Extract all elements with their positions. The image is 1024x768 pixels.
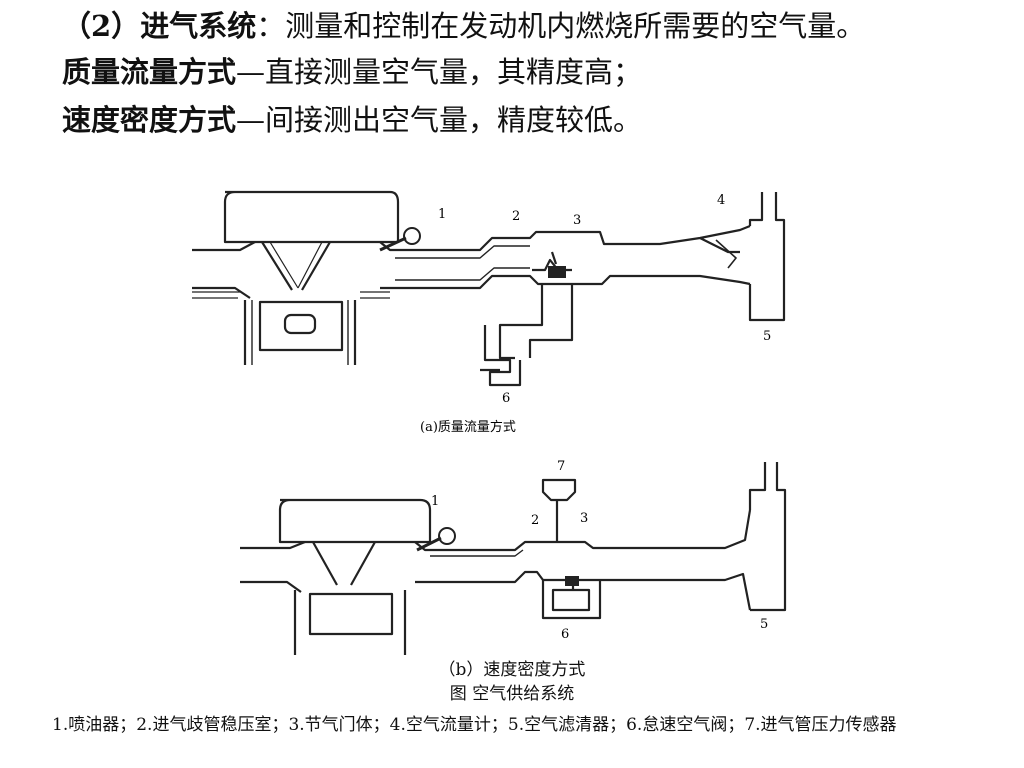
label-6: 6 [561,627,569,642]
cylinder-head-cover [278,498,432,544]
figure-b-caption: （b）速度密度方式 [438,660,586,680]
cylinder-head-cover [223,190,400,244]
colon: ： [256,9,286,43]
throttle-body [565,576,579,586]
piston [308,592,394,636]
section-number: （2） [62,9,141,43]
pressure-sensor [541,478,577,502]
intake-system-definition: 测量和控制在发动机内燃烧所需要的空气量。 [285,9,866,43]
air-flow-meter-flap [699,237,740,254]
figure-legend: 1.喷油器；2.进气歧管稳压室；3.节气门体；4.空气流量计；5.空气滤清器；6… [52,715,897,735]
idle-air-valve [541,580,602,620]
intake-pipe-upper [379,224,751,252]
mass-flow-line: 质量流量方式—直接测量空气量，其精度高； [62,52,642,92]
dash: — [236,103,266,137]
cylinder-wall [293,590,407,655]
throttle-body [548,266,566,278]
intake-pipe-lower [415,570,752,611]
diagram-speed-density-system: 1 2 3 5 6 7 [240,459,787,655]
label-2: 2 [512,209,520,224]
piston [258,300,344,352]
figure-a-caption: (a)质量流量方式 [420,419,516,435]
label-5: 5 [760,617,768,632]
label-4: 4 [717,193,725,208]
figure-title: 图 空气供给系统 [449,684,575,704]
label-1: 1 [438,207,446,222]
intake-pipe-lower [380,274,751,290]
intake-pipe-upper [414,509,752,552]
dash: — [236,55,266,89]
piston-pin [283,313,317,335]
label-3: 3 [580,511,588,526]
bypass-passage [498,284,544,360]
injector [416,527,456,552]
label-6: 6 [502,391,510,406]
air-filter [748,462,787,612]
term-intake-system: 进气系统 [140,9,257,43]
term-mass-flow: 质量流量方式 [62,55,237,89]
label-3: 3 [573,213,581,228]
injector [379,227,421,252]
label-1: 1 [431,494,439,509]
diagram-mass-flow-system: 1 2 3 4 5 6 (a)质量流量方式 [192,190,786,435]
heading-intake-system: （2）进气系统：测量和控制在发动机内燃烧所需要的空气量。 [62,6,865,46]
label-5: 5 [763,329,771,344]
speed-density-line: 速度密度方式—间接测出空气量，精度较低。 [62,100,642,140]
air-filter [748,192,786,322]
label-7: 7 [557,459,565,474]
mass-flow-description: 直接测量空气量，其精度高； [265,55,643,89]
speed-density-description: 间接测出空气量，精度较低。 [265,103,643,137]
cylinder-wall [243,300,357,365]
term-speed-density: 速度密度方式 [62,103,237,137]
label-2: 2 [531,513,539,528]
